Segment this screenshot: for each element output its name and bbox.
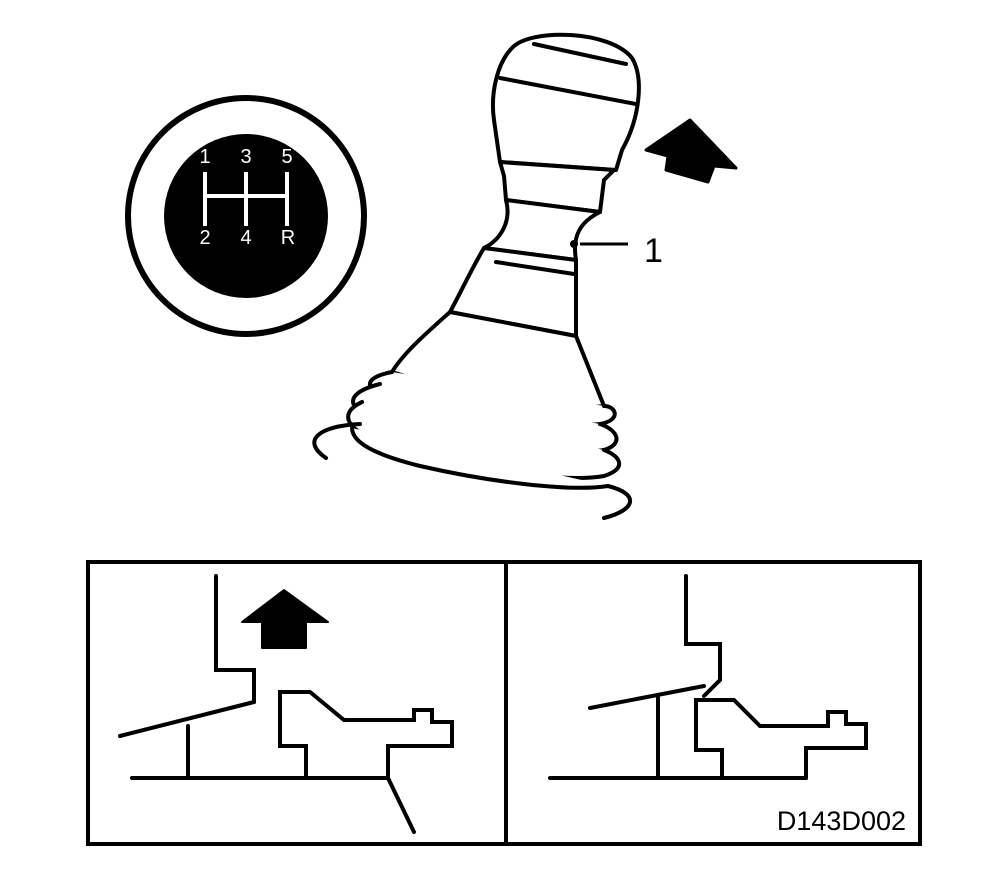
arrow-up-icon bbox=[644, 118, 738, 184]
gear-label-2: 2 bbox=[199, 227, 210, 249]
lock-ring-right bbox=[694, 698, 868, 780]
lever-outline-right bbox=[684, 574, 722, 698]
callout-dot bbox=[570, 240, 578, 248]
lock-ring-left bbox=[278, 690, 454, 780]
boot-ring-4 bbox=[350, 426, 610, 490]
gear-label-3: 3 bbox=[240, 146, 251, 168]
arrow-up-icon bbox=[241, 589, 329, 649]
knob-head bbox=[491, 32, 641, 172]
gear-label-1: 1 bbox=[199, 146, 210, 168]
gear-knob-illustration bbox=[312, 32, 641, 520]
callout-label: 1 bbox=[644, 232, 663, 270]
shift-pattern-badge: 1 3 5 2 4 R bbox=[125, 95, 367, 337]
boot-base-skirt bbox=[312, 422, 632, 520]
callout-1: 1 bbox=[570, 232, 663, 270]
detail-left-lifted bbox=[118, 574, 454, 834]
gear-label-4: 4 bbox=[240, 227, 251, 249]
figure-code: D143D002 bbox=[777, 806, 906, 836]
lever-outline-left bbox=[214, 574, 256, 704]
gear-label-r: R bbox=[281, 227, 295, 249]
shift-gate-lines bbox=[203, 172, 289, 226]
boot-edge-right bbox=[588, 684, 706, 710]
detail-panels bbox=[86, 560, 922, 846]
gear-label-5: 5 bbox=[281, 146, 292, 168]
detail-right-seated bbox=[548, 574, 868, 780]
boot-edge-left bbox=[118, 700, 256, 738]
